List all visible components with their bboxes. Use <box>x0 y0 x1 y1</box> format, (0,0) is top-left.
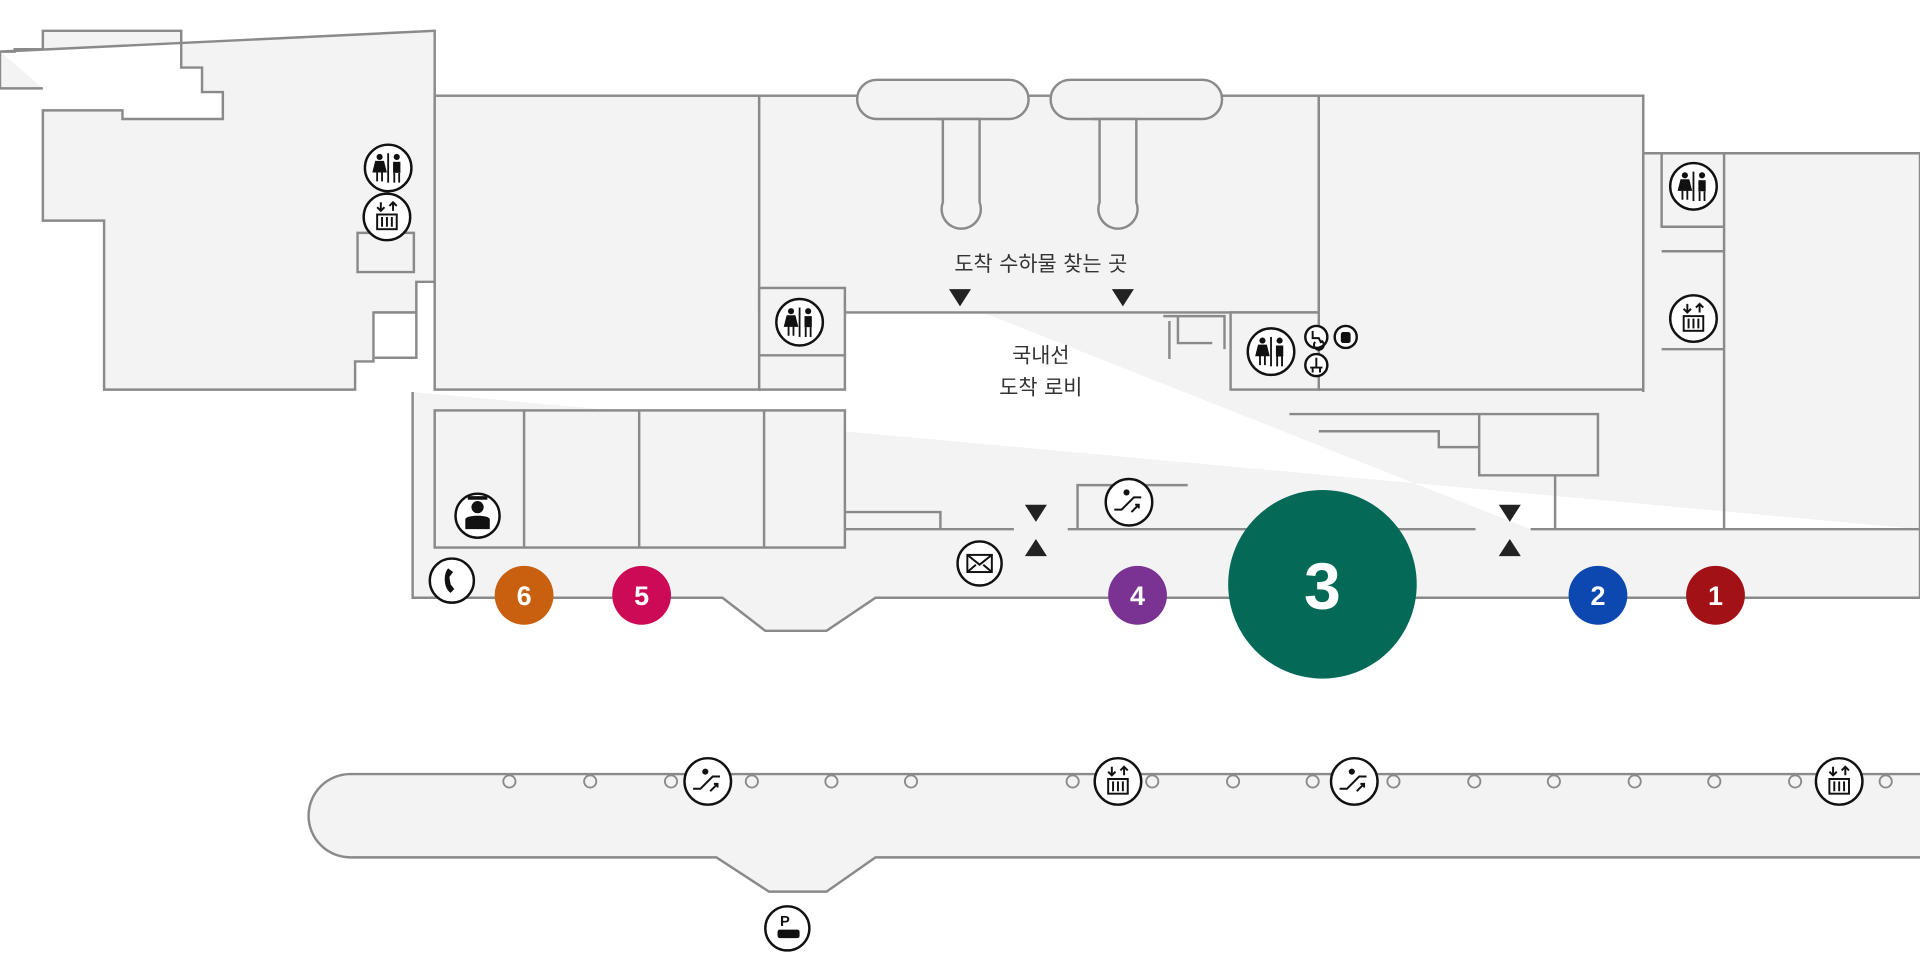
elevator-icon[interactable] <box>1668 294 1718 344</box>
svg-text:6: 6 <box>517 581 532 611</box>
elevator-icon[interactable] <box>1093 756 1143 806</box>
lobby-label-line1: 국내선 <box>1012 344 1069 368</box>
restroom-icon[interactable] <box>363 143 413 193</box>
baggage-carousel <box>1049 78 1224 230</box>
gate-marker-5[interactable]: 5 <box>612 565 672 625</box>
gate-marker-4[interactable]: 4 <box>1108 565 1167 625</box>
svg-text:1: 1 <box>1708 581 1723 611</box>
information-staff-icon[interactable] <box>454 492 501 539</box>
svg-text:4: 4 <box>1130 581 1145 611</box>
lobby-label-line2: 도착 로비 <box>999 375 1082 399</box>
baby-care-icon[interactable] <box>1333 324 1358 350</box>
gate-marker-3-highlighted[interactable]: 3 <box>1228 490 1417 679</box>
gate-marker-2[interactable]: 2 <box>1568 565 1628 625</box>
escalator-icon[interactable] <box>1104 477 1154 527</box>
gate-marker-6[interactable]: 6 <box>494 565 554 625</box>
restroom-icon[interactable] <box>1668 161 1718 211</box>
escalator-icon[interactable] <box>683 756 733 806</box>
restroom-icon[interactable] <box>775 297 825 347</box>
svg-text:2: 2 <box>1590 581 1605 611</box>
elevator-icon[interactable] <box>362 192 412 242</box>
escalator-icon[interactable] <box>1329 756 1379 806</box>
svg-text:5: 5 <box>634 581 649 611</box>
svg-text:3: 3 <box>1304 550 1341 624</box>
baggage-carousel <box>855 78 1030 230</box>
svg-text:P: P <box>780 914 790 930</box>
entrance-arrow-icon <box>948 289 1134 307</box>
pillar-dots <box>502 774 1893 789</box>
phone-icon[interactable] <box>428 557 476 604</box>
family-restroom-icon[interactable] <box>1304 352 1329 378</box>
elevator-icon[interactable] <box>1814 756 1864 806</box>
gate-marker-1[interactable]: 1 <box>1686 565 1745 625</box>
baggage-claim-label: 도착 수하물 찾는 곳 <box>954 252 1127 276</box>
accessible-icon[interactable] <box>1304 324 1329 351</box>
parking-icon[interactable]: P <box>764 905 811 952</box>
mail-icon[interactable] <box>956 540 1003 587</box>
restroom-icon[interactable] <box>1246 327 1296 377</box>
